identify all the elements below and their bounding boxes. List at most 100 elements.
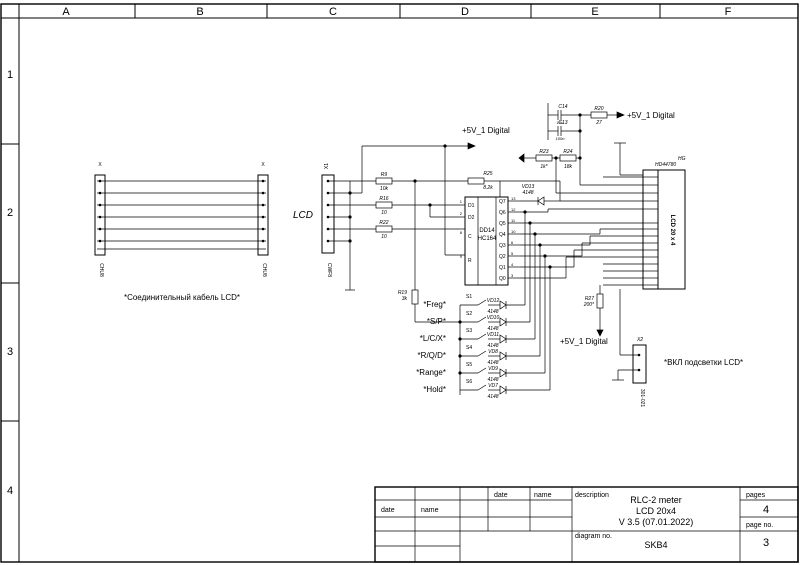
capacitor-c13-value: 100n	[556, 136, 566, 141]
ic-pin-d2: D2	[468, 215, 475, 221]
title-header-diagram-no: diagram no.	[575, 533, 612, 540]
ic-pin-q1: Q1	[499, 265, 506, 271]
backlight-ref: X2	[636, 337, 643, 343]
title-header-name: name	[534, 492, 552, 499]
ic-pin-c: C	[468, 234, 472, 240]
ic-pin-q2: Q2	[499, 254, 506, 260]
ic-ref: DD14	[479, 228, 495, 234]
ic-pin-q5: Q5	[499, 221, 506, 227]
cable-left-connector-type: CHU8	[98, 263, 104, 277]
column-label-d: D	[461, 6, 469, 18]
switch-s5-diode-part: 4148	[487, 377, 498, 383]
resistor-r27-branch	[596, 285, 604, 337]
row-label-1: 1	[7, 69, 13, 81]
diode-vd13	[520, 196, 560, 206]
ic-pinno-10: 10	[511, 229, 516, 234]
resistor-r16-value: 10	[381, 210, 387, 216]
row-label-4: 4	[7, 485, 13, 497]
switch-s5-diode: VD9	[488, 366, 498, 372]
resistor-r19-ref: R19	[398, 290, 407, 296]
power-label-top: +5V_1 Digital	[462, 126, 510, 135]
ic-pin-d1: D1	[468, 203, 475, 209]
resistor-r27-ref: R27	[585, 296, 594, 302]
resistor-r16-ref: R16	[379, 196, 388, 202]
cable-right-connector-type: CHU8	[261, 263, 267, 277]
column-label-b: B	[196, 6, 203, 18]
ic-pinno-2: 2	[460, 211, 463, 216]
capacitor-c14-value: 10u	[557, 120, 564, 125]
resistor-r27-value: 200*	[583, 302, 595, 308]
ic-pinno-12: 12	[511, 207, 516, 212]
resistor-network-inputs	[350, 177, 501, 323]
title-header-pages: pages	[746, 492, 766, 499]
resistor-r24-ref: R24	[563, 149, 572, 155]
power-label-right: +5V_1 Digital	[627, 111, 675, 120]
title-header-date: date	[494, 492, 508, 499]
diode-vd13-part: 4148	[522, 190, 533, 196]
switch-s3-ref: S3	[466, 328, 472, 334]
switch-s4-diode-part: 4148	[487, 360, 498, 366]
resistor-r25-value: 8.2k	[483, 185, 493, 191]
ic-pin-r: R	[468, 258, 472, 264]
resistor-r22-value: 10	[381, 234, 387, 240]
lcd-connector-ref: X1	[324, 163, 330, 169]
title-header-page-no: page no.	[746, 522, 773, 529]
ic-pinno-9: 9	[460, 254, 463, 259]
resistor-r9-ref: R9	[381, 172, 388, 178]
switch-s2-diode: VD10	[487, 315, 500, 321]
switch-s6-diode: VD7	[488, 383, 498, 389]
power-rail-top	[350, 142, 476, 255]
switch-s1-label: *Freg*	[423, 300, 446, 309]
capacitor-c14-ref: C14	[558, 104, 567, 110]
switch-s4-ref: S4	[466, 345, 472, 351]
switch-s1-diode-part: 4148	[487, 309, 498, 315]
column-label-a: A	[62, 6, 70, 18]
switch-s4-label: *R/Q/D*	[418, 351, 446, 360]
switch-s3-diode: VD11	[487, 332, 499, 338]
cable-left-connector-ref: X	[98, 162, 102, 168]
ic-pin-q4: Q4	[499, 232, 506, 238]
switch-s3-label: *L/C/X*	[420, 334, 446, 343]
lcd-connector-x1	[321, 174, 355, 291]
drawing-frame	[0, 3, 799, 563]
lcd-module-hg	[642, 169, 686, 290]
resistor-r19-value: 3k	[402, 296, 408, 302]
ic-pin-q3: Q3	[499, 243, 506, 249]
switch-matrix	[459, 212, 551, 395]
row-label-2: 2	[7, 207, 13, 219]
title-block	[374, 486, 799, 563]
switch-s1-diode: VD12	[487, 298, 500, 304]
resistor-r23-value: 1k*	[540, 164, 548, 170]
column-label-f: F	[725, 6, 732, 18]
resistor-r25-ref: R25	[483, 171, 492, 177]
switch-s2-label: *S/P*	[427, 317, 446, 326]
switch-s2-ref: S2	[466, 311, 472, 317]
resistor-r9-value: 10k	[380, 186, 389, 192]
ic-pinno-5: 5	[511, 251, 514, 256]
title-description-line3: V 3.5 (07.01.2022)	[619, 517, 694, 527]
backlight-type: 301-021	[639, 389, 645, 408]
switch-s6-diode-part: 4148	[487, 394, 498, 400]
resistor-r20-ref: R20	[594, 106, 603, 112]
resistor-r22-ref: R22	[379, 220, 388, 226]
column-label-c: C	[329, 6, 337, 18]
cable-right-connector-ref: X	[261, 162, 265, 168]
title-pages-value: 4	[763, 504, 769, 516]
title-description-line1: RLC-2 meter	[630, 495, 682, 505]
resistor-r24-value: 18k	[564, 164, 573, 170]
backlight-connector-x2	[612, 289, 647, 384]
lcd-module-ref: HG	[678, 156, 686, 162]
lcd-module-body-label: LCD 20 x 4	[669, 215, 675, 246]
switch-s4-diode: VD8	[488, 349, 498, 355]
ic-pinno-4: 4	[511, 262, 514, 267]
ic-pinno-1: 1	[460, 199, 463, 204]
title-label-date: date	[381, 507, 395, 514]
switch-s5-ref: S5	[466, 362, 472, 368]
resistor-r20-value: 27	[595, 120, 602, 126]
row-label-3: 3	[7, 346, 13, 358]
lcd-connector-label: LCD	[293, 210, 313, 221]
title-description-line2: LCD 20x4	[636, 506, 676, 516]
capacitor-c13-ref: C13	[558, 120, 567, 126]
diode-vd13-ref: VD13	[522, 184, 535, 190]
